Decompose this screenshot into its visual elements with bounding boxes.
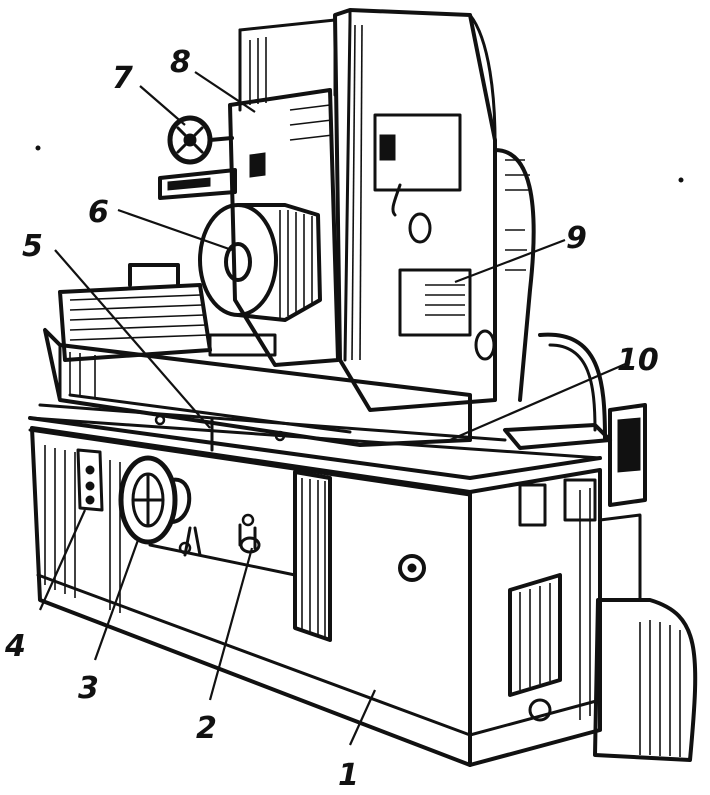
callout-6: 6 (88, 195, 109, 230)
callout-4: 4 (4, 629, 26, 664)
leader-1 (348, 689, 377, 746)
leader-7 (139, 85, 186, 126)
speck (35, 145, 41, 151)
callout-2: 2 (196, 711, 217, 746)
callout-10: 10 (617, 343, 659, 378)
callout-3: 3 (78, 671, 99, 706)
machine-bed (28, 416, 602, 767)
leader-8 (194, 71, 256, 113)
callout-1: 1 (338, 758, 359, 793)
callout-9: 9 (566, 221, 587, 256)
leader-6 (117, 208, 233, 252)
control-levers (178, 513, 261, 557)
leader-2 (208, 547, 254, 701)
table-handwheel (118, 455, 192, 545)
callout-8: 8 (170, 45, 191, 80)
electric-cabinet (503, 403, 698, 762)
machine-column (333, 8, 607, 442)
speck (678, 177, 684, 183)
leader-3 (93, 539, 140, 661)
leader-4 (38, 509, 87, 611)
leader-lines (38, 71, 631, 746)
leader-9 (454, 238, 566, 284)
callout-labels: 1 2 3 4 5 6 7 8 9 10 (4, 45, 659, 793)
vertical-feed-handwheel (167, 115, 234, 165)
callout-7: 7 (112, 61, 133, 96)
grinding-wheel (198, 203, 322, 357)
wheelhead (158, 18, 340, 367)
callout-5: 5 (22, 229, 43, 264)
push-button-panel (76, 448, 104, 512)
leader-10 (449, 360, 631, 442)
leader-5 (54, 249, 211, 429)
